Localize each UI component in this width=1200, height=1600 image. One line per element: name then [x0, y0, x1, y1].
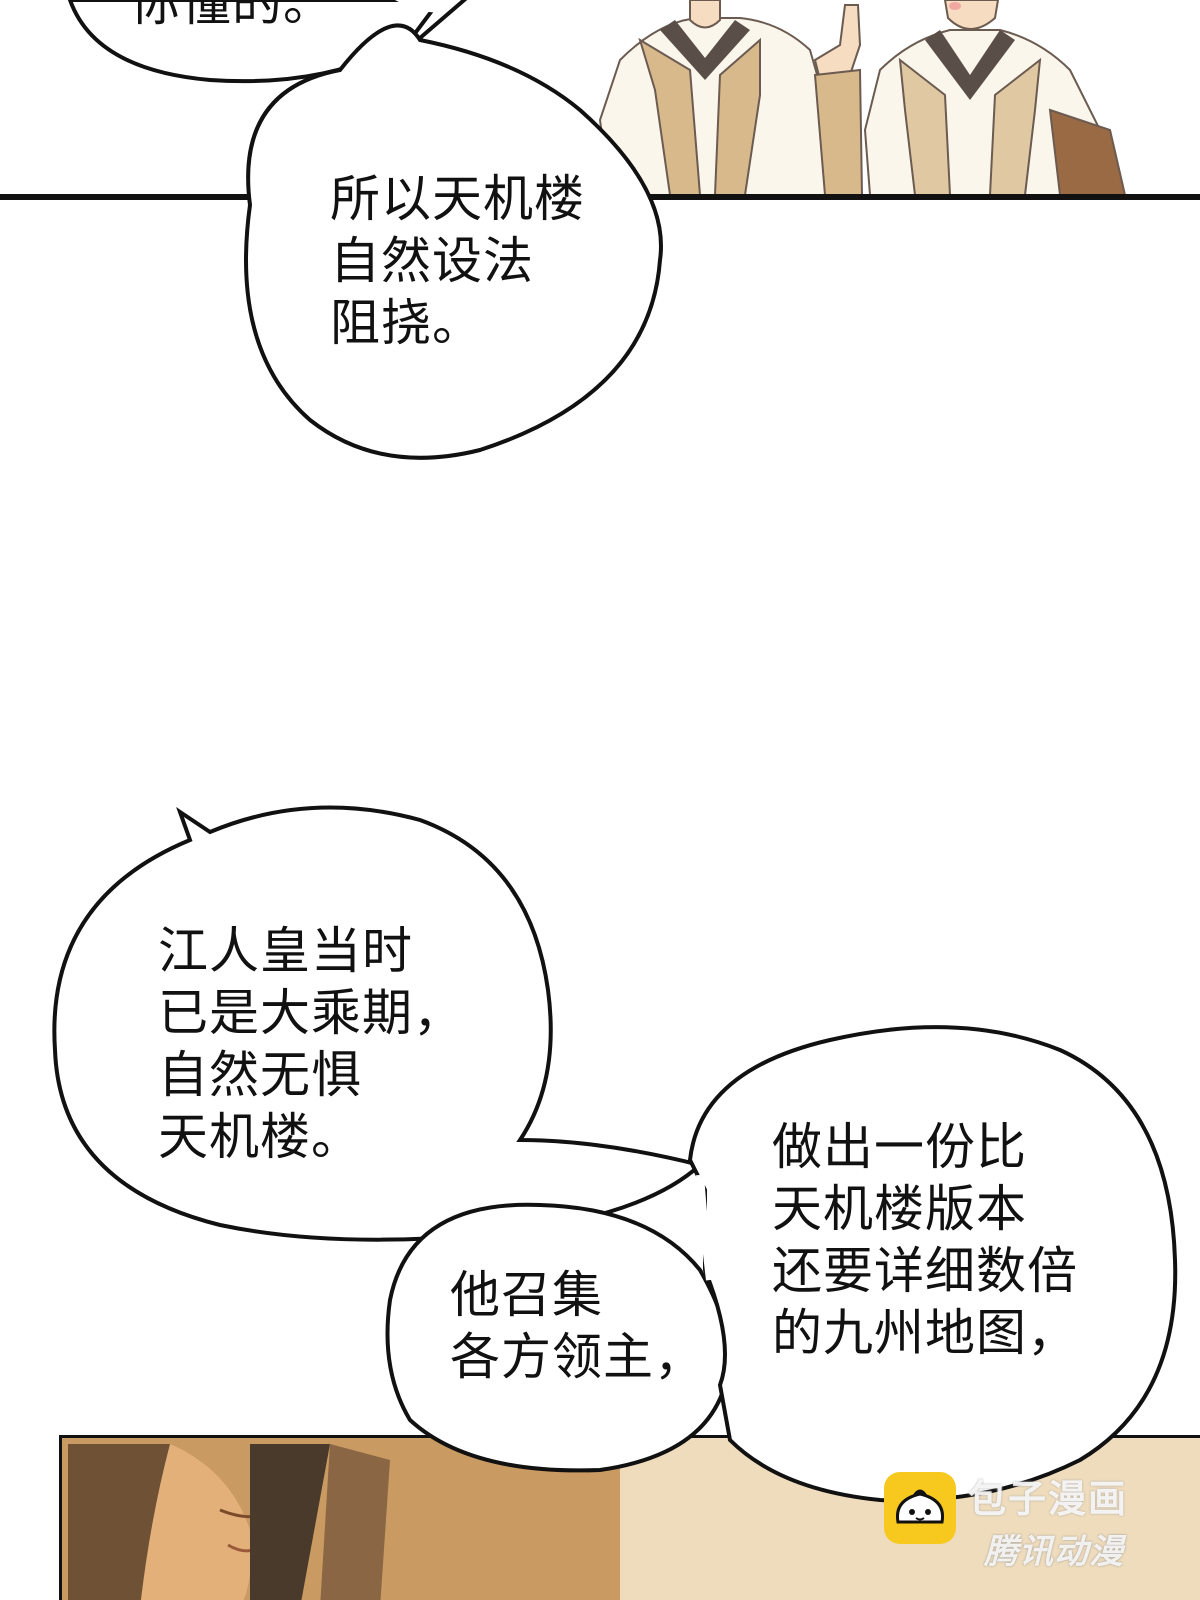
speech-bubble-tianjilou	[244, 23, 663, 460]
bottom-panel-art	[59, 1435, 1200, 1600]
speech-bubble-jiang	[52, 805, 705, 1242]
bubble-line: 他召集	[450, 1266, 603, 1324]
bubble-line: 自然无惧	[158, 1046, 362, 1104]
bubble-line: 江人皇当时	[158, 922, 413, 980]
speech-bubble-map	[687, 1025, 1178, 1503]
watermark-line1: 包子漫画	[968, 1477, 1129, 1521]
bubble-line: 天机楼版本	[772, 1180, 1027, 1238]
bubble-line: 各方领主，	[450, 1328, 705, 1386]
bubble-text-map: 做出一份比 天机楼版本 还要详细数倍 的九州地图，	[772, 1116, 1078, 1364]
bubble-text-jiang: 江人皇当时 已是大乘期， 自然无惧 天机楼。	[158, 920, 464, 1168]
bubble-line: 天机楼。	[158, 1108, 362, 1166]
watermark-line2: 腾讯动漫	[984, 1532, 1124, 1572]
bubble-line: 已是大乘期，	[158, 984, 464, 1042]
bubble-line: 还要详细数倍	[772, 1242, 1078, 1300]
bubble-line: 阻挠。	[330, 294, 483, 352]
bubble-line: 的九州地图，	[772, 1304, 1078, 1362]
bubble-text-partial: 你懂的。	[130, 0, 334, 32]
bubble-line: 做出一份比	[772, 1118, 1027, 1176]
bubble-text-tianjilou: 所以天机楼 自然设法 阻挠。	[330, 168, 585, 354]
watermark: 包子漫画 腾讯动漫	[884, 1466, 1184, 1586]
bubble-line: 所以天机楼	[330, 170, 585, 228]
bun-logo-icon	[884, 1472, 956, 1544]
bubble-text-summon: 他召集 各方领主，	[450, 1264, 705, 1388]
bubble-line: 自然设法	[330, 232, 534, 290]
top-panel-characters	[598, 0, 1127, 196]
